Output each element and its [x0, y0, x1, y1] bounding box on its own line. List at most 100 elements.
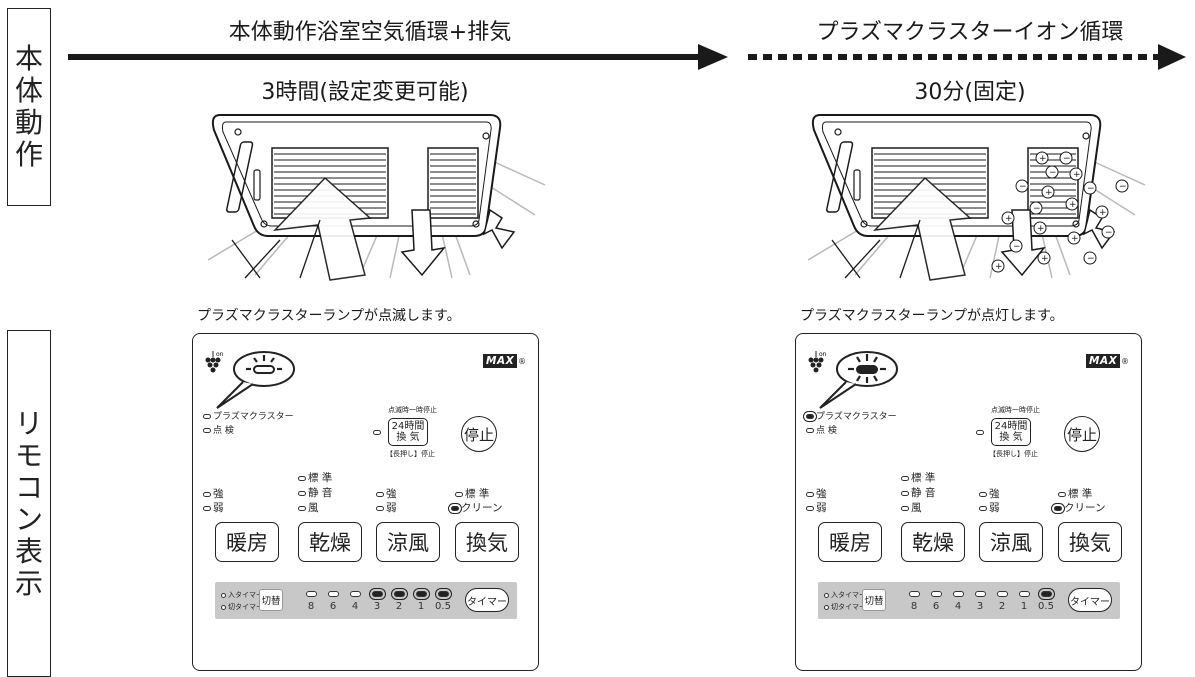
- cool-button[interactable]: 涼風: [376, 522, 440, 562]
- svg-text:−: −: [1013, 242, 1021, 252]
- plasma-label: プラズマクラスター: [816, 412, 897, 422]
- inspect-indicator: 点 検: [203, 424, 234, 438]
- timer-led: [372, 591, 383, 597]
- dry-button[interactable]: 乾燥: [298, 522, 362, 562]
- timer-value-label: 8: [307, 601, 315, 612]
- timer-value-label: 6: [932, 601, 940, 612]
- registered-mark: ®: [1121, 357, 1129, 366]
- timer-button[interactable]: タイマー: [1068, 588, 1112, 612]
- svg-text:−: −: [1119, 182, 1127, 192]
- plasma-lamp-callout: [819, 351, 898, 409]
- remote-left: on MAX ® プラズマクラスター 点 検 点滅時一時停止 24時間 換 気 …: [192, 333, 539, 671]
- timer-off-label: 切タイマー: [824, 602, 866, 612]
- phase1-arrow-head: [698, 44, 728, 70]
- dry-wind-indicator: 風: [298, 502, 319, 515]
- svg-text:+: +: [1041, 254, 1049, 264]
- svg-text:+: +: [995, 262, 1003, 272]
- heat-button[interactable]: 暖房: [818, 522, 882, 562]
- side-label-char: 本: [14, 42, 43, 75]
- svg-text:+: +: [1037, 224, 1045, 234]
- heat-weak-indicator: 弱: [806, 502, 827, 515]
- timer-value-label: 4: [351, 601, 359, 612]
- phase1-lamp-caption: プラズマクラスターランプが点滅します。: [197, 308, 461, 324]
- timer-switch-button[interactable]: 切替: [259, 589, 283, 611]
- svg-text:+: +: [1005, 214, 1013, 224]
- cool-strong-indicator: 強: [376, 488, 397, 501]
- timer-value-label: 6: [329, 601, 337, 612]
- timer-switch-button[interactable]: 切替: [862, 589, 886, 611]
- timer-value-label: 1: [1020, 601, 1028, 612]
- svg-text:+: +: [1099, 208, 1107, 218]
- svg-text:on: on: [216, 351, 224, 358]
- side-label-unit-operation: 本体動作: [7, 8, 51, 206]
- unit-illustration-right: + − − + − + − − + + − + + − + − + − +: [807, 114, 1146, 281]
- h24-bottom-note: 【長押し】停止: [386, 450, 435, 458]
- side-label-char: リ: [14, 406, 43, 440]
- timer-led: [953, 591, 964, 597]
- svg-text:−: −: [1019, 182, 1027, 192]
- unit-illustration-left: [207, 114, 546, 281]
- timer-button[interactable]: タイマー: [465, 588, 509, 612]
- h24-led-icon: [373, 430, 381, 435]
- timer-value-label: 3: [976, 601, 984, 612]
- timer-led: [350, 591, 361, 597]
- timer-led: [931, 591, 942, 597]
- vent-standard-indicator: 標 準: [455, 488, 489, 501]
- timer-value-label: 0.5: [435, 601, 451, 612]
- inspect-led-icon: [203, 427, 211, 433]
- vent-clean-indicator: クリーン: [1054, 502, 1105, 515]
- heat-strong-indicator: 強: [203, 488, 224, 501]
- side-label-char: ン: [14, 502, 43, 536]
- timer-value-label: 2: [998, 601, 1006, 612]
- side-label-char: モ: [14, 438, 43, 472]
- h24-vent-button[interactable]: 24時間 換 気: [388, 418, 428, 446]
- vent-button[interactable]: 換気: [1058, 522, 1122, 562]
- timer-led: [1041, 591, 1052, 597]
- side-label-char: 表: [14, 534, 43, 568]
- stop-button[interactable]: 停止: [461, 416, 497, 452]
- phase2-duration: 30分(固定): [914, 80, 1026, 105]
- side-label-remote-display-text: リモコン表示: [14, 406, 43, 600]
- h24-led-icon: [976, 430, 984, 435]
- plasma-lamp-callout: [216, 351, 295, 409]
- svg-text:−: −: [1087, 184, 1095, 194]
- plasma-led-icon: [806, 413, 814, 419]
- svg-text:+: +: [1039, 154, 1047, 164]
- dry-button[interactable]: 乾燥: [901, 522, 965, 562]
- timer-led: [1019, 591, 1030, 597]
- vent-standard-indicator: 標 準: [1058, 488, 1092, 501]
- inspect-label: 点 検: [816, 426, 837, 436]
- dry-standard-indicator: 標 準: [298, 472, 332, 485]
- heat-button[interactable]: 暖房: [215, 522, 279, 562]
- h24-vent-button[interactable]: 24時間 換 気: [991, 418, 1031, 446]
- heat-strong-indicator: 強: [806, 488, 827, 501]
- side-label-char: 動: [14, 106, 43, 139]
- dry-quiet-indicator: 静 音: [298, 487, 332, 500]
- phase1-duration: 3時間(設定変更可能): [261, 80, 469, 105]
- stop-button[interactable]: 停止: [1064, 416, 1100, 452]
- inspect-indicator: 点 検: [806, 424, 837, 438]
- dry-wind-indicator: 風: [901, 502, 922, 515]
- cool-weak-indicator: 弱: [376, 502, 397, 515]
- cool-strong-indicator: 強: [979, 488, 1000, 501]
- svg-text:−: −: [1033, 204, 1041, 214]
- timer-in-label: 入タイマー: [221, 590, 263, 600]
- timer-value-label: 4: [954, 601, 962, 612]
- phase2-lamp-caption: プラズマクラスターランプが点灯します。: [800, 308, 1064, 324]
- h24-bottom-note: 【長押し】停止: [989, 450, 1038, 458]
- h24-top-note: 点滅時一時停止: [991, 406, 1040, 414]
- svg-text:−: −: [1105, 228, 1113, 238]
- brand-logo: MAX: [483, 354, 518, 368]
- svg-text:+: +: [1045, 188, 1053, 198]
- timer-value-label: 0.5: [1038, 601, 1054, 612]
- side-label-char: 体: [14, 74, 43, 107]
- timer-led: [909, 591, 920, 597]
- timer-value-label: 8: [910, 601, 918, 612]
- side-label-unit-operation-text: 本体動作: [15, 43, 43, 171]
- side-label-char: コ: [14, 470, 43, 504]
- h24-line2: 換 気: [999, 432, 1023, 443]
- h24-line1: 24時間: [391, 421, 425, 432]
- vent-button[interactable]: 換気: [455, 522, 519, 562]
- cool-button[interactable]: 涼風: [979, 522, 1043, 562]
